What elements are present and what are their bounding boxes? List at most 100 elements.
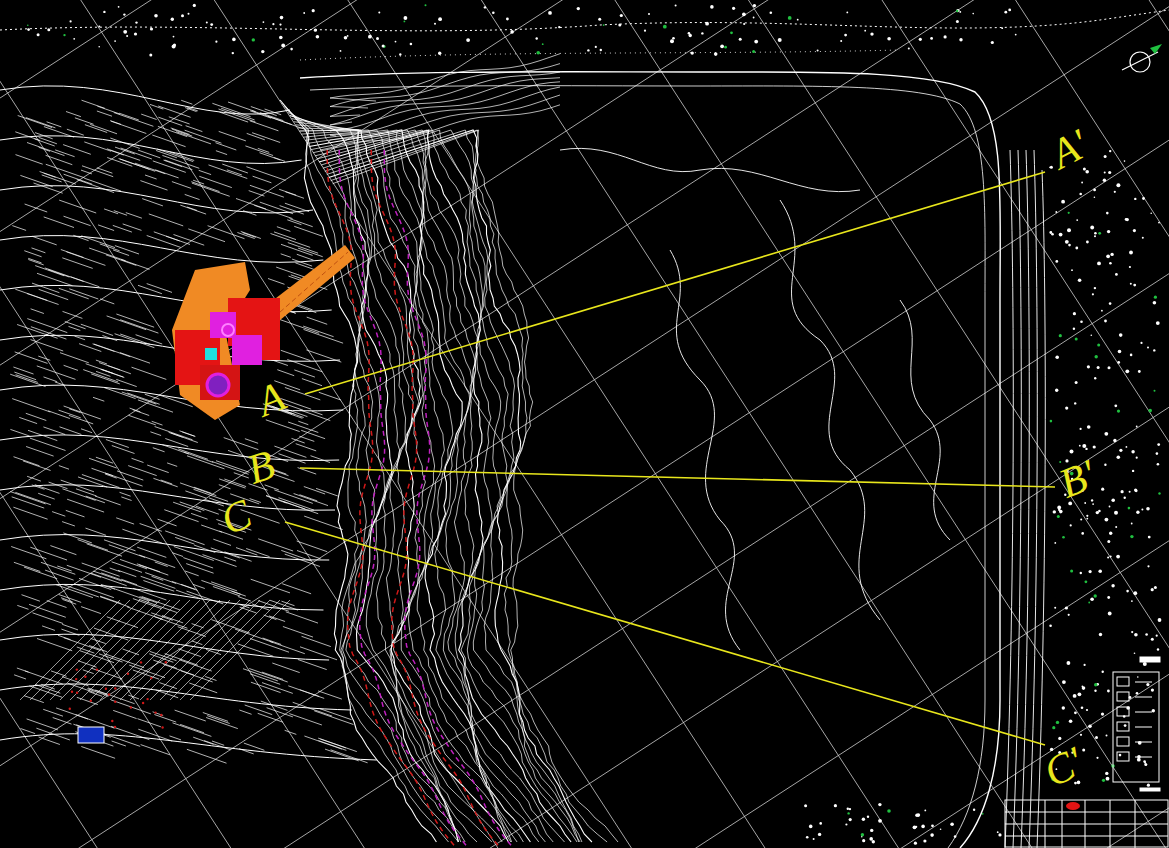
bench-hatch — [294, 226, 323, 236]
bench-line — [0, 734, 377, 760]
bench-hatch — [145, 175, 157, 179]
tree-symbol — [1153, 301, 1157, 305]
bench-hatch — [106, 440, 129, 448]
bench-hatch — [27, 476, 41, 481]
grid-line — [0, 0, 732, 848]
tree-symbol — [1098, 232, 1101, 235]
tree-symbol — [710, 5, 714, 9]
tree-symbol — [914, 842, 917, 845]
bench-hatch — [185, 491, 206, 498]
tree-symbol — [1084, 664, 1086, 666]
tree-symbol — [1055, 260, 1058, 263]
tree-symbol — [150, 27, 153, 30]
bench-hatch — [158, 126, 187, 136]
bench-hatch — [141, 576, 176, 588]
tree-symbol — [1080, 321, 1083, 324]
tree-symbol — [1116, 555, 1120, 559]
bench-hatch — [165, 531, 204, 545]
grid-line — [492, 0, 1169, 848]
bench-hatch — [44, 173, 56, 177]
bench-hatch — [46, 334, 58, 338]
tree-symbol — [1055, 389, 1058, 392]
boundary-line — [339, 150, 467, 846]
bench-hatch — [95, 496, 121, 505]
tree-symbol — [1138, 370, 1141, 373]
tree-symbol — [940, 828, 942, 830]
bench-hatch — [250, 499, 261, 503]
bench-hatch — [303, 326, 333, 337]
bench-hatch — [101, 369, 125, 377]
bench-hatch — [24, 251, 41, 257]
tree-symbol — [1049, 166, 1051, 168]
bench-hatch — [224, 479, 246, 487]
tree-symbol — [1094, 690, 1096, 692]
tree-symbol — [1114, 191, 1116, 193]
contour-line — [330, 54, 560, 101]
tree-symbol — [1136, 511, 1139, 514]
bench-hatch — [132, 458, 144, 462]
tree-symbol — [378, 12, 380, 14]
bench-hatch — [66, 252, 105, 266]
tree-symbol — [1101, 310, 1103, 312]
bench-hatch — [138, 150, 160, 158]
bench-hatch — [105, 474, 117, 478]
bench-hatch — [139, 565, 168, 575]
tree-symbol — [173, 36, 175, 38]
tree-symbol — [1062, 706, 1065, 709]
tree-symbol — [340, 50, 342, 52]
bench-hatch — [263, 638, 282, 645]
bench-hatch — [44, 377, 58, 382]
grid-line — [210, 0, 1169, 848]
bench-hatch — [100, 244, 120, 251]
bench-hatch — [62, 522, 75, 526]
bench-hatch — [37, 366, 76, 380]
bench-hatch — [60, 427, 82, 435]
bench-hatch — [285, 203, 309, 212]
bench-hatch — [28, 260, 43, 265]
bench-hatch — [185, 571, 199, 576]
tree-symbol — [770, 11, 773, 14]
marker-dot — [108, 693, 110, 695]
bench-hatch — [250, 185, 284, 197]
tree-symbol — [1054, 542, 1056, 544]
tree-symbol — [1131, 450, 1134, 453]
tree-symbol — [134, 32, 137, 35]
bench-hatch — [155, 170, 178, 178]
bench-hatching — [0, 86, 377, 763]
tree-symbol — [959, 11, 961, 13]
tree-symbol — [1090, 226, 1094, 230]
tree-symbol — [1101, 713, 1104, 716]
bench-hatch — [77, 180, 114, 193]
tree-symbol — [1090, 598, 1094, 602]
tree-symbol — [1056, 721, 1059, 724]
tree-symbol — [188, 13, 190, 15]
bench-line — [0, 186, 313, 213]
bench-hatch — [302, 636, 331, 646]
marker-dot — [114, 726, 116, 728]
tree-symbol — [1145, 633, 1148, 636]
tree-symbol — [1051, 233, 1054, 236]
grid-line — [0, 653, 1169, 848]
bench-hatch — [30, 547, 67, 560]
tree-symbol — [644, 30, 646, 32]
tree-symbol — [1070, 450, 1074, 454]
bench-hatch — [39, 137, 57, 143]
bench-hatch — [201, 580, 240, 594]
bench-hatch — [172, 129, 192, 136]
tree-symbol — [959, 38, 962, 41]
bench-hatch — [64, 406, 101, 419]
lot-hatch — [150, 600, 250, 700]
tree-symbol — [997, 831, 999, 833]
tree-symbol — [1082, 444, 1086, 448]
tree-symbol — [672, 37, 675, 40]
tree-symbol — [1136, 426, 1138, 428]
bench-hatch — [154, 715, 176, 723]
tree-symbol — [1143, 662, 1147, 666]
tree-symbol — [1147, 784, 1150, 787]
tree-symbol — [1068, 244, 1071, 247]
bench-hatch — [201, 525, 222, 532]
bench-hatch — [121, 148, 152, 159]
tree-symbol — [1156, 452, 1159, 455]
tree-symbol — [27, 24, 29, 26]
